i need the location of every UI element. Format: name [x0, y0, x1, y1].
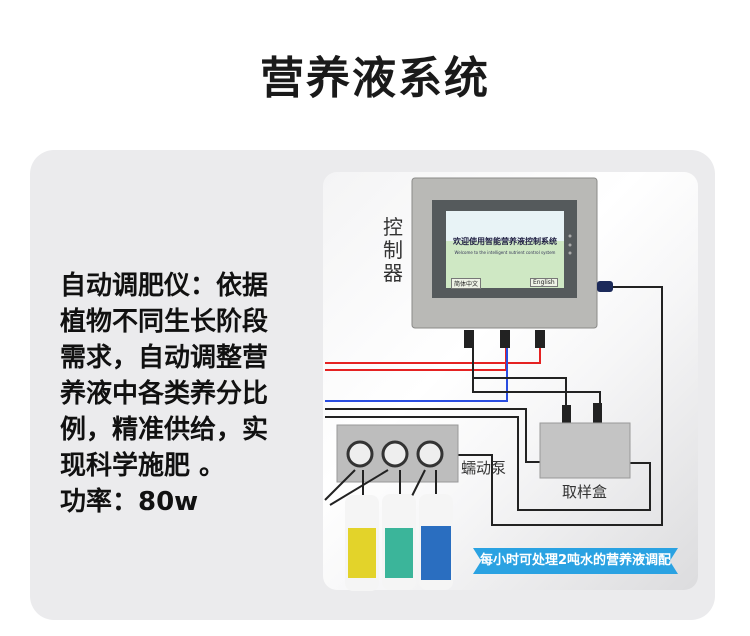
nutrient-bottle [382, 494, 416, 590]
screen-welcome-title: 欢迎使用智能营养液控制系统 [453, 236, 557, 246]
side-connector [597, 281, 613, 292]
screen-english-button: English [530, 278, 558, 287]
black-wire [458, 286, 663, 526]
description-line: 自动调肥仪：依据 [60, 271, 269, 301]
pump-head [416, 440, 444, 468]
pump-head [381, 440, 409, 468]
pump-head [346, 440, 374, 468]
description-line: 植物不同生长阶段 [60, 307, 269, 337]
screen-chinese-button: 简体中文 [451, 278, 482, 289]
red-wire [325, 345, 541, 364]
description-line: 需求，自动调整营 [60, 343, 269, 373]
description-line: 例，精准供给，实 [60, 415, 269, 445]
controller-label: 控制器 [383, 215, 403, 285]
black-wire [325, 416, 651, 511]
page-title: 营养液系统 [260, 53, 490, 104]
connector [464, 330, 474, 348]
blue-wire [325, 345, 508, 402]
pump-label: 蠕动泵 [461, 459, 507, 477]
black-wire [325, 408, 540, 463]
nutrient-bottle [419, 494, 453, 590]
description-line: 现科学施肥 。 [60, 451, 226, 481]
screen-welcome-subtitle: Welcome to the intelligent nutrient cont… [454, 250, 556, 255]
black-wire [473, 377, 567, 410]
power-spec: 功率：80w [60, 487, 199, 517]
black-wire [472, 345, 601, 410]
product-description: 自动调肥仪：依据 植物不同生长阶段 需求，自动调整营 养液中各类养分比 例，精准… [60, 268, 310, 520]
capacity-banner: 每小时可处理2吨水的营养液调配 [473, 548, 678, 574]
red-wire [325, 345, 507, 371]
sampling-box [539, 422, 631, 479]
connector [535, 330, 545, 348]
sampling-box-label: 取样盒 [562, 483, 608, 501]
connector [500, 330, 510, 348]
nutrient-bottle [345, 495, 379, 591]
description-line: 养液中各类养分比 [60, 379, 269, 409]
